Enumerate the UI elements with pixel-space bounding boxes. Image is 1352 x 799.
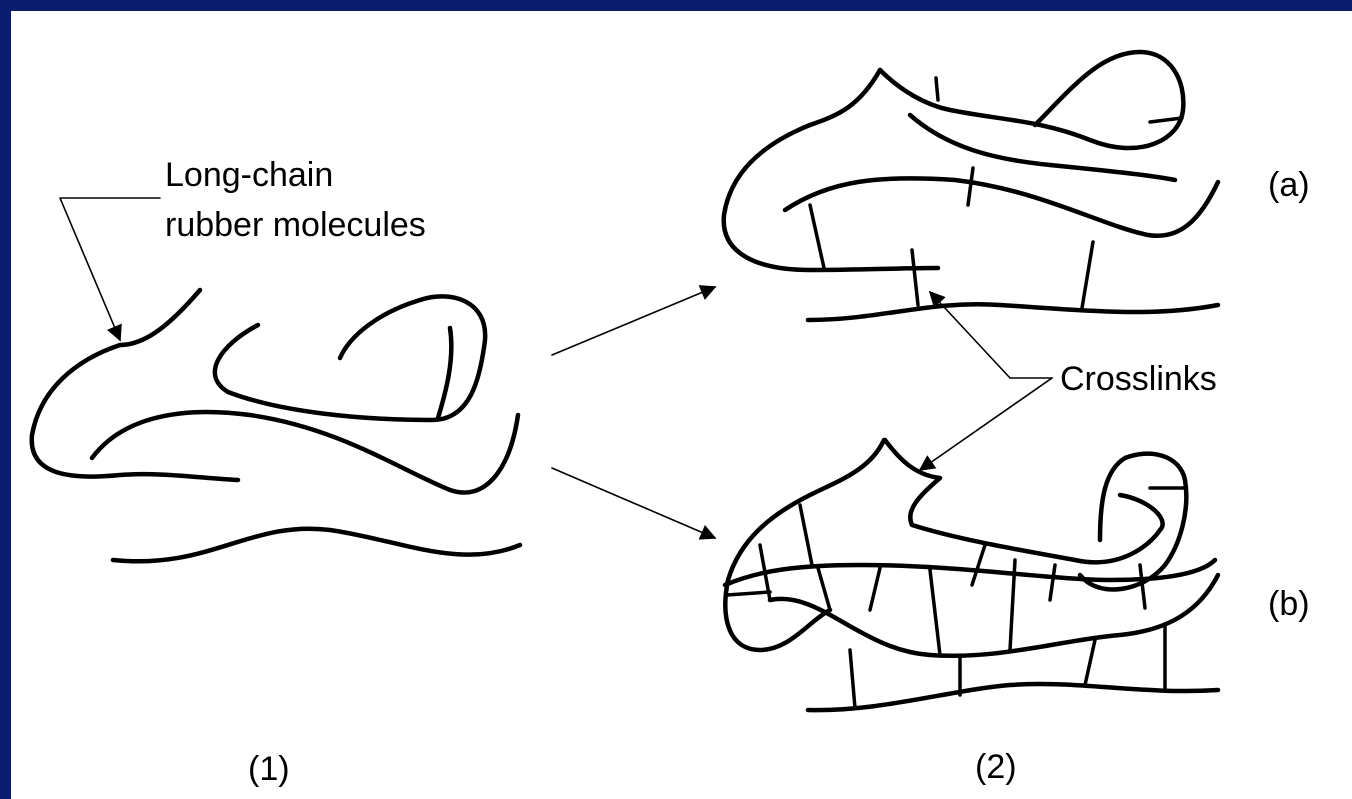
crosslink-a3 xyxy=(1150,118,1182,122)
lightly-crosslinked-network xyxy=(724,52,1218,320)
stage-1-label: (1) xyxy=(248,750,290,788)
process-arrows xyxy=(552,287,715,538)
chain-middle xyxy=(92,412,518,493)
crosslinks-leader-lower xyxy=(920,378,1052,470)
chain-b-outer xyxy=(725,440,884,650)
chain-outer-loop xyxy=(32,290,238,480)
panel-b-label: (b) xyxy=(1268,585,1310,623)
chain-bottom xyxy=(113,529,520,562)
arrow-to-a xyxy=(552,287,715,355)
crosslink-b9 xyxy=(1050,565,1055,600)
crosslink-b4 xyxy=(818,568,830,610)
molecules-callout: Long-chain rubber molecules xyxy=(60,156,426,340)
chain-b-lower xyxy=(770,575,1218,656)
crosslink-b2 xyxy=(800,505,812,565)
crosslink-b5 xyxy=(870,568,880,610)
crosslink-a5 xyxy=(912,250,918,305)
chain-hairpin-inner xyxy=(438,328,451,418)
crosslink-a1 xyxy=(936,78,938,100)
heavily-crosslinked-network xyxy=(725,440,1218,710)
crosslink-a6 xyxy=(1082,242,1093,308)
crosslink-a4 xyxy=(810,205,824,268)
chain-a-bottom xyxy=(808,304,1218,320)
panel-a-label: (a) xyxy=(1268,166,1310,204)
chain-a-hairpin xyxy=(880,52,1183,148)
callout-leader xyxy=(60,198,160,340)
molecules-label-line2: rubber molecules xyxy=(165,206,426,244)
crosslink-b6 xyxy=(930,570,940,655)
crosslink-b3 xyxy=(727,592,770,595)
chain-a-outer xyxy=(724,70,938,270)
crosslink-b7 xyxy=(972,545,985,585)
chain-b-loop xyxy=(1080,454,1186,590)
stage-2-label: (2) xyxy=(975,748,1017,786)
crosslinks-label: Crosslinks xyxy=(1060,360,1217,398)
crosslinks-callout: Crosslinks xyxy=(920,292,1217,470)
crosslink-b10 xyxy=(1140,565,1145,608)
uncrosslinked-molecules xyxy=(32,290,520,561)
molecules-label-line1: Long-chain xyxy=(165,156,333,194)
chain-b-bottom xyxy=(808,684,1218,710)
crosslink-a2 xyxy=(968,168,973,205)
crosslink-b14 xyxy=(1085,640,1095,685)
arrow-to-b xyxy=(552,468,715,538)
chain-a-middle xyxy=(785,178,1218,235)
crosslink-b12 xyxy=(850,650,855,708)
